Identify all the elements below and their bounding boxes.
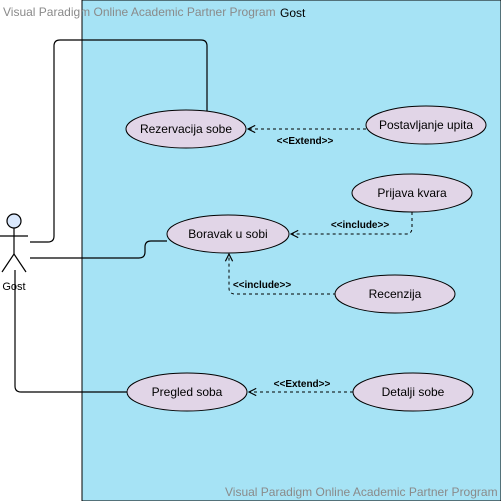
usecase-boravak-u-sobi[interactable]: Boravak u sobi: [166, 214, 290, 254]
include-arrow-recenzija[interactable]: [229, 254, 336, 295]
usecase-postavljanje-upita[interactable]: Postavljanje upita: [365, 105, 487, 145]
actor-gost[interactable]: Gost: [0, 213, 28, 293]
actor-right-leg: [13, 253, 27, 273]
actor-label: Gost: [2, 281, 25, 293]
relation-label-extend-2: <<Extend>>: [274, 379, 331, 390]
system-boundary[interactable]: [81, 0, 501, 501]
usecase-prijava-kvara[interactable]: Prijava kvara: [351, 173, 473, 213]
association-boravak[interactable]: [30, 240, 167, 259]
usecase-label: Recenzija: [369, 287, 422, 301]
actor-left-leg: [1, 253, 15, 273]
relation-label-include-2: <<include>>: [233, 280, 292, 291]
usecase-label: Prijava kvara: [377, 186, 447, 200]
include-arrow-prijava[interactable]: [291, 212, 413, 234]
usecase-label: Pregled soba: [152, 385, 223, 399]
watermark-top: Visual Paradigm Online Academic Partner …: [3, 5, 276, 19]
system-label: Gost: [280, 6, 306, 20]
association-rezervacija[interactable]: [30, 39, 208, 243]
usecase-label: Boravak u sobi: [188, 227, 267, 241]
relation-label-extend-1: <<Extend>>: [277, 136, 334, 147]
relation-label-include-1: <<include>>: [331, 220, 390, 231]
usecase-detalji-sobe[interactable]: Detalji sobe: [352, 372, 474, 412]
actor-head: [6, 213, 22, 229]
watermark-bottom: Visual Paradigm Online Academic Partner …: [225, 485, 498, 499]
usecase-rezervacija-sobe[interactable]: Rezervacija sobe: [125, 109, 247, 149]
association-pregled[interactable]: [14, 270, 127, 393]
usecase-label: Postavljanje upita: [379, 118, 473, 132]
usecase-recenzija[interactable]: Recenzija: [334, 274, 456, 314]
usecase-label: Rezervacija sobe: [140, 122, 232, 136]
usecase-pregled-soba[interactable]: Pregled soba: [126, 372, 248, 412]
usecase-label: Detalji sobe: [382, 385, 445, 399]
